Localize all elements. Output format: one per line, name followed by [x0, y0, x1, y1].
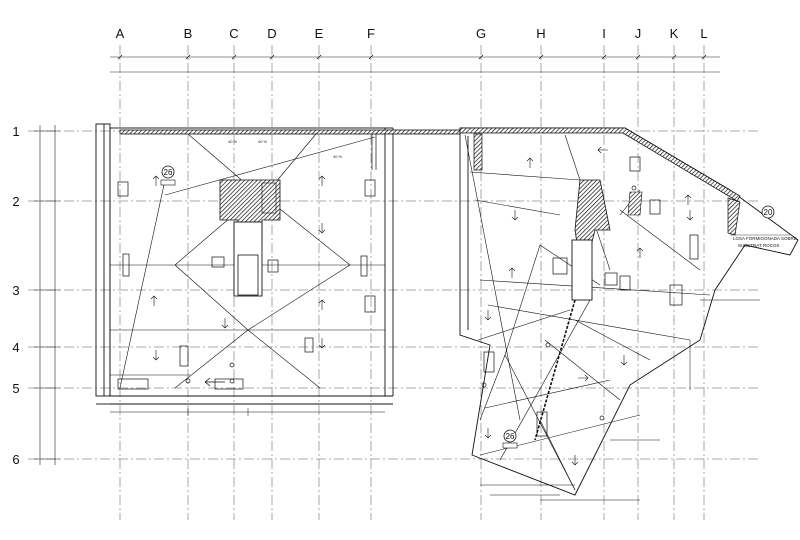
slope-label: 40 %: [333, 154, 343, 159]
right-dimension-lines: [480, 299, 760, 501]
grid-row-lines: [28, 130, 760, 460]
left-drains-and-details: [117, 134, 377, 390]
dimension-tick: [117, 54, 123, 60]
dimension-ticks: [117, 54, 707, 60]
grid-column-label: G: [476, 26, 486, 41]
dimension-tick: [538, 54, 544, 60]
grid-row-label: 3: [12, 283, 19, 298]
grid-column-label: E: [315, 26, 324, 41]
grid-row-label: 6: [12, 452, 19, 467]
right-flow-arrows: [484, 146, 694, 466]
left-bottom-dimensions: [110, 408, 385, 416]
grid-column-label: I: [602, 26, 606, 41]
grid-column-label: J: [635, 26, 642, 41]
left-flow-arrows: [150, 175, 326, 361]
left-central-core: [219, 179, 281, 297]
dimension-tick: [478, 54, 484, 60]
callout-left: 26: [160, 165, 176, 186]
grid-column-label: B: [184, 26, 193, 41]
callout-note-line1: LOSA FORMIGONADA SOBRE: [733, 236, 797, 241]
grid-column-label: F: [367, 26, 375, 41]
dimension-tick: [701, 54, 707, 60]
left-building-outline: [95, 123, 394, 405]
grid-column-label: H: [536, 26, 545, 41]
right-central-core: [534, 179, 643, 441]
grid-column-label: C: [229, 26, 238, 41]
svg-text:26: 26: [164, 168, 173, 177]
callout-right: 20: [730, 205, 790, 236]
dimension-tick: [368, 54, 374, 60]
grid-column-label: A: [116, 26, 125, 41]
svg-text:20: 20: [764, 208, 773, 217]
grid-row-labels: 1 2 3 4 5 6: [12, 124, 19, 467]
grid-column-label: L: [700, 26, 707, 41]
left-dimension-lines: [34, 125, 60, 465]
callout-bottom: 26: [502, 429, 518, 449]
grid-column-label: K: [670, 26, 679, 41]
dimension-tick: [601, 54, 607, 60]
grid-column-label: D: [267, 26, 276, 41]
dimension-tick: [269, 54, 275, 60]
grid-column-lines: [119, 45, 705, 520]
right-drains-and-details: [473, 133, 699, 437]
grid-row-label: 2: [12, 194, 19, 209]
slope-label: 40 %: [258, 139, 268, 144]
dimension-tick: [671, 54, 677, 60]
left-drain-arrow: [204, 377, 225, 387]
top-dimension-line: [110, 56, 720, 73]
callout-note-line2: SUBSTRAT ROCOS: [738, 243, 779, 248]
svg-text:26: 26: [506, 432, 515, 441]
right-parapet-return: [727, 197, 741, 236]
dimension-tick: [185, 54, 191, 60]
dimension-tick: [316, 54, 322, 60]
slope-label: 40 %: [228, 139, 238, 144]
grid-column-labels: A B C D E F G H I J K L: [116, 26, 708, 41]
dimension-tick: [635, 54, 641, 60]
dimension-tick: [231, 54, 237, 60]
grid-row-label: 4: [12, 340, 19, 355]
left-parapet-wall: [119, 129, 461, 135]
grid-row-label: 1: [12, 124, 19, 139]
grid-row-label: 5: [12, 381, 19, 396]
